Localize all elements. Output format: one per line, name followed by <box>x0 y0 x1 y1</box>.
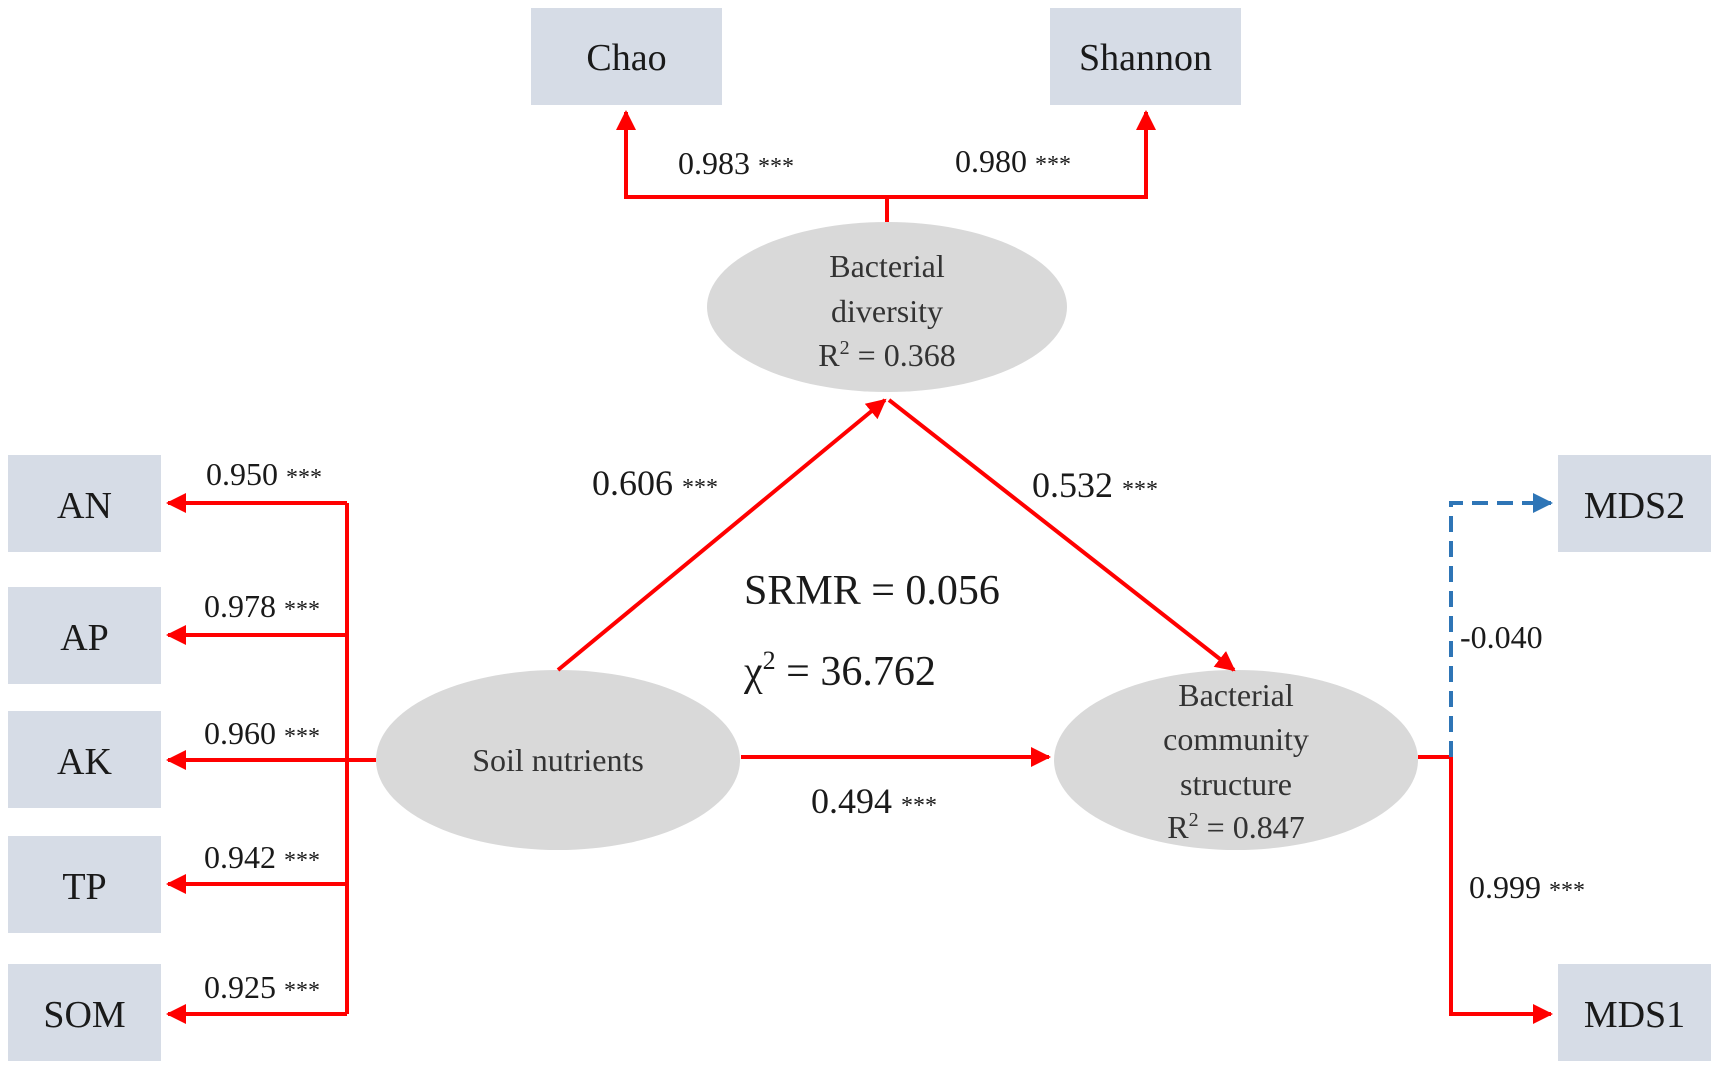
ellipse-bacterial-diversity: Bacterial diversity R2 = 0.368 <box>707 222 1067 392</box>
coefficient-labels: 0.983 *** 0.980 *** 0.950 *** 0.978 *** … <box>204 143 1585 1005</box>
box-tp-label: TP <box>62 866 106 908</box>
box-som-label: SOM <box>43 994 125 1036</box>
box-ap-label: AP <box>60 617 109 659</box>
box-tp: TP <box>8 836 161 933</box>
coef-tp: 0.942 *** <box>204 839 320 875</box>
diversity-line2: diversity <box>831 293 943 329</box>
coef-ap: 0.978 *** <box>204 588 320 624</box>
srmr-label: SRMR = 0.056 <box>744 568 1000 614</box>
coef-soil-to-diversity: 0.606 *** <box>592 463 718 503</box>
arrow-to-mds1 <box>1449 757 1553 1024</box>
community-line1: Bacterial <box>1178 677 1294 713</box>
community-line2: community <box>1163 721 1309 757</box>
coef-community-to-mds2: -0.040 <box>1460 619 1543 655</box>
box-shannon: Shannon <box>1050 8 1241 105</box>
box-chao-label: Chao <box>586 37 666 79</box>
box-mds1: MDS1 <box>1558 964 1711 1061</box>
coef-chao: 0.983 *** <box>678 145 794 181</box>
arrow-to-mds2 <box>1449 493 1553 757</box>
ellipse-bacterial-community-structure: Bacterial community structure R2 = 0.847 <box>1054 670 1418 850</box>
community-line3: structure <box>1180 766 1292 802</box>
box-mds1-label: MDS1 <box>1584 994 1685 1036</box>
box-som: SOM <box>8 964 161 1061</box>
box-ap: AP <box>8 587 161 684</box>
box-mds2-label: MDS2 <box>1584 485 1685 527</box>
diversity-line1: Bacterial <box>829 248 945 284</box>
box-shannon-label: Shannon <box>1079 37 1212 79</box>
box-ak-label: AK <box>57 741 112 783</box>
arrow-diversity-to-community <box>887 398 1236 672</box>
chi-square-label: χ2 = 36.762 <box>743 646 936 695</box>
arrow-soil-to-diversity <box>556 398 887 672</box>
coef-community-to-mds1: 0.999 *** <box>1469 869 1585 905</box>
box-an: AN <box>8 455 161 552</box>
ellipse-soil-nutrients: Soil nutrients <box>376 670 740 850</box>
box-mds2: MDS2 <box>1558 455 1711 552</box>
paths-community-indicators <box>1418 493 1553 1024</box>
coef-shannon: 0.980 *** <box>955 143 1071 179</box>
coef-soil-to-community: 0.494 *** <box>811 781 937 821</box>
paths-soil-indicators <box>166 493 376 1024</box>
box-an-label: AN <box>57 485 112 527</box>
community-r2: R2 = 0.847 <box>1167 809 1304 845</box>
coef-an: 0.950 *** <box>206 456 322 492</box>
diversity-r2: R2 = 0.368 <box>818 337 955 373</box>
box-chao: Chao <box>531 8 722 105</box>
coef-ak: 0.960 *** <box>204 715 320 751</box>
soil-label: Soil nutrients <box>472 742 644 778</box>
paths-diversity-indicators <box>616 110 1156 222</box>
fit-statistics: SRMR = 0.056 χ2 = 36.762 <box>743 568 1000 695</box>
coef-som: 0.925 *** <box>204 969 320 1005</box>
box-ak: AK <box>8 711 161 808</box>
coef-diversity-to-community: 0.532 *** <box>1032 465 1158 505</box>
paths-structural <box>556 398 1236 767</box>
